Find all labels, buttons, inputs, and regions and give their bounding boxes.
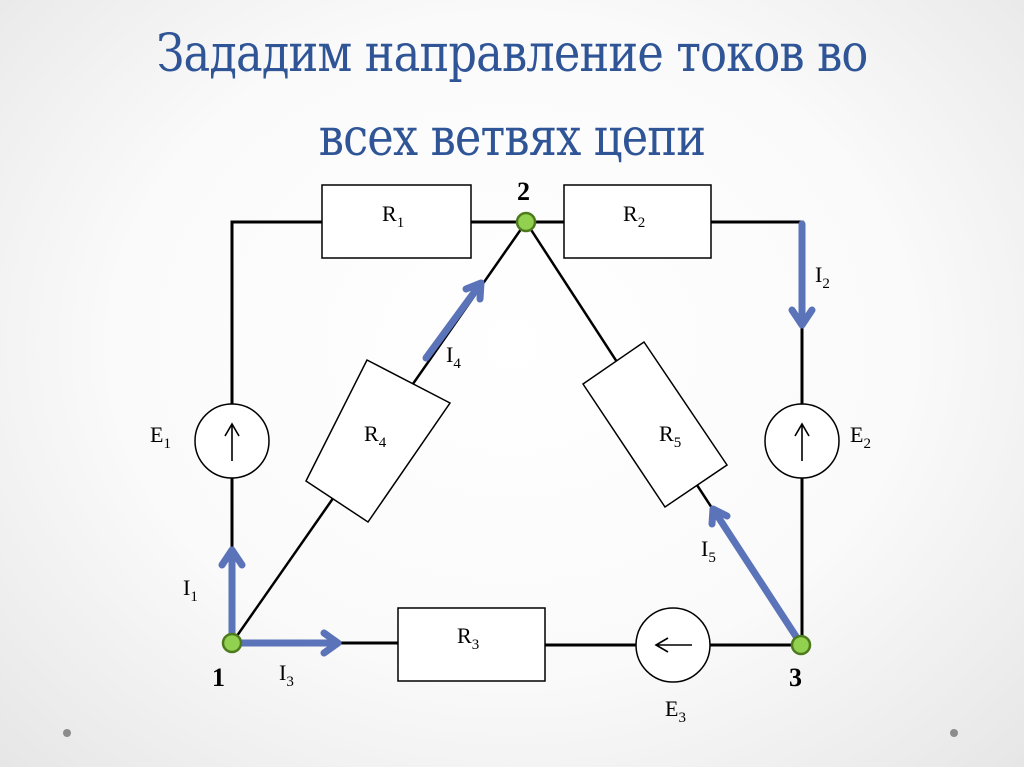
i2-label: I [815,262,822,287]
svg-text:E3: E3 [665,696,686,726]
e2-sub: 2 [863,436,871,452]
current-i1: I1 [183,546,246,647]
slide-title-line-2: всех ветвях цепи [318,108,706,168]
current-i2: I2 [788,220,830,329]
arrow-up-icon [794,422,810,461]
wires [230,220,804,647]
i4-label: I [446,342,453,367]
resistor-r3: R3 [397,607,546,682]
svg-text:R5: R5 [659,421,681,451]
resistor-r2: R2 [563,184,712,259]
node-1: 1 [212,632,243,692]
current-i3: I3 [228,629,342,690]
svg-text:I1: I1 [183,575,198,605]
current-arrow-i3 [228,629,342,657]
i2-sub: 2 [822,276,830,292]
current-arrow-i1 [218,546,246,647]
i4-sub: 4 [453,356,461,372]
svg-text:R4: R4 [364,421,387,451]
slide-decoration-dot-left [63,729,71,737]
arrow-left-icon [654,637,692,653]
svg-text:E2: E2 [850,422,871,452]
resistor-r5: R5 [581,340,729,509]
node-1-label: 1 [212,663,225,692]
r3-sub: 3 [472,637,480,653]
e1-label: E [150,422,163,447]
svg-text:I3: I3 [279,660,294,690]
e3-label: E [665,696,678,721]
source-e1: E1 [150,403,270,479]
i1-label: I [183,575,190,600]
svg-text:I4: I4 [446,342,461,372]
r1-sub: 1 [397,215,405,231]
current-arrow-i5 [708,505,803,645]
source-e2: E2 [764,403,871,479]
r3-label: R [457,623,472,648]
resistor-r4: R4 [305,358,452,524]
node-2-label: 2 [517,177,530,206]
r4-sub: 4 [379,435,387,451]
e1-sub: 1 [163,436,171,452]
svg-text:I5: I5 [701,536,716,566]
node-2: 2 [515,177,537,233]
r5-sub: 5 [674,435,682,451]
wire-left-branch [230,220,322,643]
current-i5: I5 [701,505,803,645]
i3-label: I [279,660,286,685]
r4-label: R [364,421,379,446]
slide-decoration-dot-right [950,729,958,737]
svg-text:I2: I2 [815,262,830,292]
svg-text:R1: R1 [382,201,404,231]
r1-label: R [382,201,397,226]
r2-label: R [623,201,638,226]
svg-text:E1: E1 [150,422,171,452]
arrow-up-icon [224,422,240,461]
i5-label: I [701,536,708,561]
source-e3: E3 [635,607,711,726]
node-3-label: 3 [789,663,802,692]
r2-sub: 2 [638,215,646,231]
i1-sub: 1 [190,589,198,605]
current-arrow-i2 [788,220,816,329]
i3-sub: 3 [286,674,294,690]
node-3: 3 [789,634,812,692]
e3-sub: 3 [678,710,686,726]
resistor-r1: R1 [321,184,472,259]
current-i4: I4 [422,279,485,372]
svg-text:R3: R3 [457,623,479,653]
current-arrow-i4 [422,279,485,362]
slide-title-line-1: Зададим направление токов во [156,24,869,84]
i5-sub: 5 [708,550,716,566]
r5-label: R [659,421,674,446]
e2-label: E [850,422,863,447]
svg-text:R2: R2 [623,201,645,231]
